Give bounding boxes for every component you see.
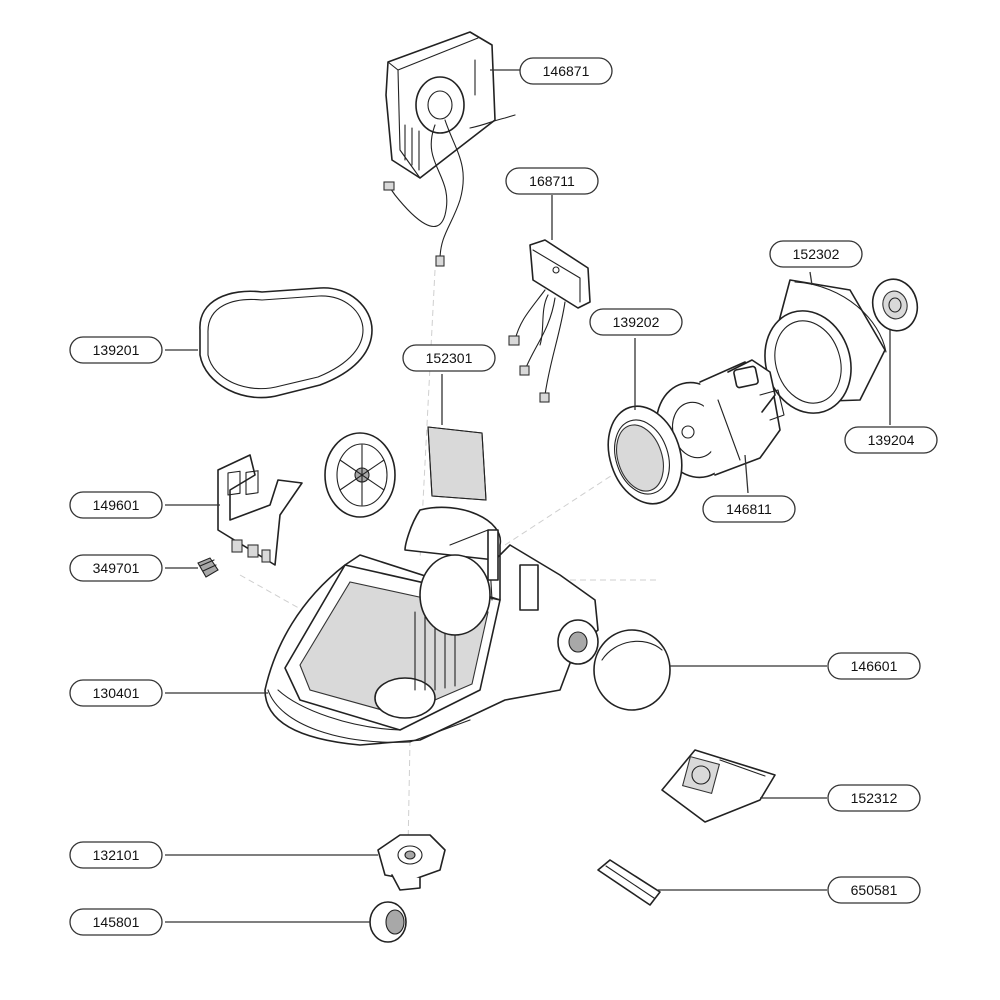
callout-text-168711: 168711 (529, 173, 575, 189)
callout-146871: 146871 (519, 57, 613, 85)
motor-gasket-part (607, 405, 683, 505)
callout-349701: 349701 (69, 554, 163, 582)
callout-text-146601: 146601 (851, 658, 898, 674)
callout-leaders (165, 69, 891, 923)
callout-text-152312: 152312 (851, 790, 898, 806)
callout-text-152302: 152302 (793, 246, 840, 262)
callout-650581: 650581 (827, 876, 921, 904)
caster-holder-part (377, 834, 446, 891)
motor-filter-cup-part (764, 279, 887, 414)
callout-text-139201: 139201 (93, 342, 140, 358)
callout-152302: 152302 (769, 240, 863, 268)
callout-139204: 139204 (844, 426, 938, 454)
wheel-cover-part (593, 629, 671, 711)
callout-text-349701: 349701 (93, 560, 140, 576)
motor-housing-cover-part (383, 31, 516, 267)
filter-pad-part (427, 426, 487, 501)
callout-text-152301: 152301 (426, 350, 473, 366)
rear-wheel (324, 432, 396, 518)
callout-text-650581: 650581 (851, 882, 898, 898)
callout-text-146811: 146811 (726, 501, 772, 517)
dust-bag-part (661, 749, 776, 823)
leader-152302 (809, 271, 813, 286)
callout-text-149601: 149601 (93, 497, 140, 513)
screw-part (197, 557, 219, 578)
wiring-board-part (508, 239, 591, 403)
callout-text-146871: 146871 (543, 63, 590, 79)
callout-152312: 152312 (827, 784, 921, 812)
callout-149601: 149601 (69, 491, 163, 519)
callout-145801: 145801 (69, 908, 163, 936)
callout-168711: 168711 (505, 167, 599, 195)
callout-text-145801: 145801 (93, 914, 140, 930)
crevice-tool-part (597, 859, 661, 906)
leader-146811 (744, 454, 749, 494)
callout-130401: 130401 (69, 679, 163, 707)
callout-text-139204: 139204 (868, 432, 915, 448)
callout-text-132101: 132101 (93, 847, 140, 863)
callout-text-139202: 139202 (613, 314, 660, 330)
caster-wheel-part (369, 901, 407, 943)
callout-139201: 139201 (69, 336, 163, 364)
callout-146601: 146601 (827, 652, 921, 680)
callout-139202: 139202 (589, 308, 683, 336)
callout-152301: 152301 (402, 344, 496, 372)
callout-132101: 132101 (69, 841, 163, 869)
base-housing-part (264, 506, 599, 746)
callout-text-130401: 130401 (93, 685, 140, 701)
bag-holder-part (217, 454, 303, 566)
sealing-ring-part (199, 287, 373, 399)
callout-146811: 146811 (702, 495, 796, 523)
motor-cap-ring-part (871, 278, 919, 332)
